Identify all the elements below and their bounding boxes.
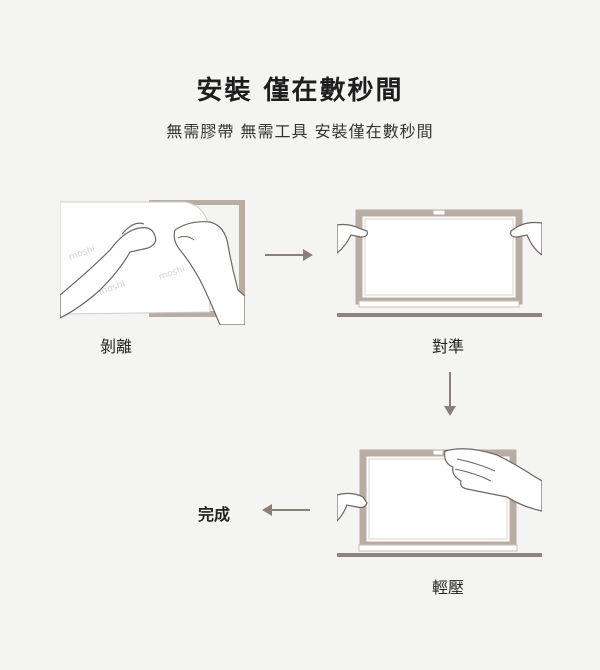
step-press-label: 輕壓 xyxy=(432,578,465,597)
step-align-label: 對準 xyxy=(432,337,465,356)
page-subtitle: 無需膠帶 無需工具 安裝僅在數秒間 xyxy=(166,122,434,141)
page-title: 安裝 僅在數秒間 xyxy=(196,76,404,106)
step-align-illustration xyxy=(337,205,542,325)
arrow-right-icon xyxy=(265,247,315,263)
step-press-illustration xyxy=(337,445,542,565)
step-done-label: 完成 xyxy=(198,505,231,524)
arrow-down-icon xyxy=(442,372,458,418)
step-peel-label: 剝離 xyxy=(100,337,133,356)
arrow-left-icon xyxy=(260,502,310,518)
step-peel-illustration: moshi moshi moshi moshi xyxy=(60,200,245,325)
